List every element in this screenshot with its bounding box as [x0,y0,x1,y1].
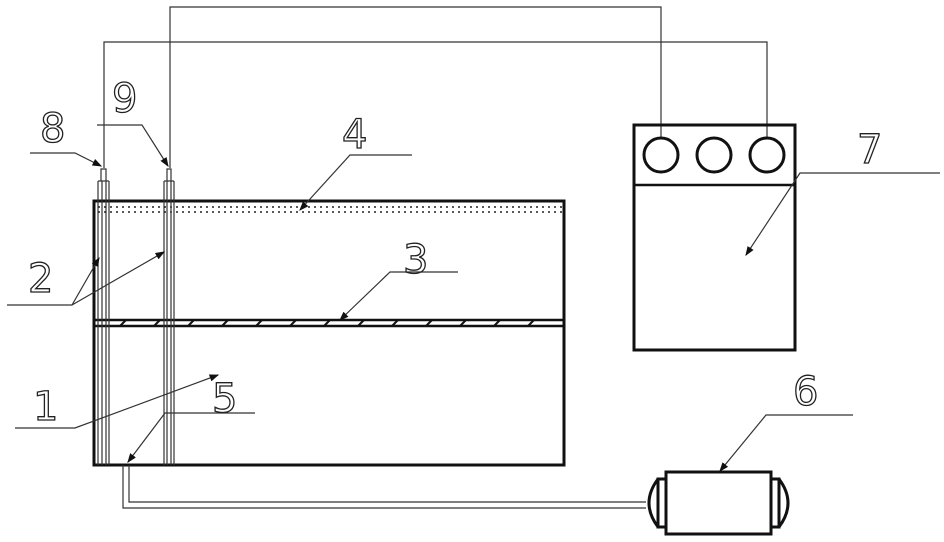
top-layer-4 [95,203,563,213]
probe-8 [101,169,106,181]
pipe-left [98,169,109,465]
probe-9 [167,169,171,181]
signal-wires [104,7,767,168]
label-5: 5 [212,376,237,422]
label-7: 7 [857,127,882,173]
label-1: 1 [33,384,58,430]
label-4: 4 [342,112,367,158]
hose [123,465,646,508]
meter-device-7 [634,125,795,350]
terminal-knob[interactable] [644,138,678,172]
callouts: 8 9 4 2 3 1 5 6 7 [7,76,940,471]
pipe-right [164,169,174,465]
label-6: 6 [793,369,818,415]
label-2: 2 [28,256,53,302]
label-3: 3 [403,237,428,283]
pump-6 [649,472,788,534]
label-8: 8 [40,106,65,152]
terminal-knob[interactable] [750,138,784,172]
terminal-knob[interactable] [697,138,731,172]
label-9: 9 [112,76,137,122]
